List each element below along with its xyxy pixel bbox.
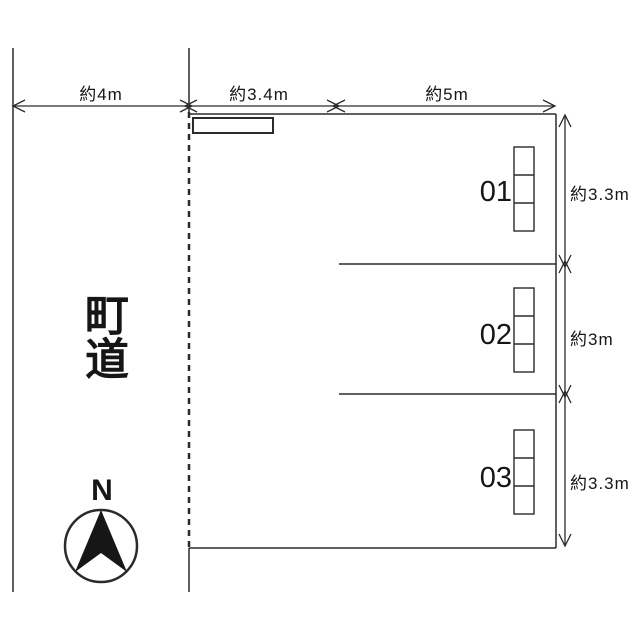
- arrowhead-right-icon: [179, 99, 194, 113]
- arrowhead-right-icon: [542, 99, 557, 113]
- space-number-01: 01: [479, 176, 512, 208]
- arrowhead-down-icon: [558, 533, 572, 548]
- parcel-outline: [187, 112, 557, 549]
- road-edge-lines: [12, 48, 190, 592]
- space-number-02: 02: [479, 319, 512, 351]
- dimension-label-approach-depth: 約3.4m: [229, 85, 289, 104]
- entrance-marker: [192, 117, 274, 134]
- stall-marker-03: [513, 429, 535, 515]
- arrowhead-right-icon: [326, 99, 341, 113]
- compass-north-label: N: [91, 474, 113, 507]
- arrowhead-down-icon: [558, 254, 572, 269]
- compass: [63, 508, 139, 584]
- dimension-arrows-right: [558, 113, 572, 548]
- stall-marker-01: [513, 146, 535, 232]
- arrowhead-up-icon: [558, 113, 572, 128]
- dimension-label-road-width: 約4m: [79, 85, 123, 104]
- space-number-03: 03: [479, 462, 512, 494]
- arrowhead-down-icon: [558, 384, 572, 399]
- space-dividers: [339, 263, 556, 395]
- arrowhead-left-icon: [183, 99, 198, 113]
- arrowhead-left-icon: [11, 99, 26, 113]
- stall-marker-02: [513, 287, 535, 373]
- arrowhead-left-icon: [331, 99, 346, 113]
- arrowhead-up-icon: [558, 389, 572, 404]
- dimension-label-space-01-width: 約3.3m: [570, 185, 630, 204]
- stall-markers: [513, 146, 535, 515]
- dimension-label-space-03-width: 約3.3m: [570, 474, 630, 493]
- arrowhead-up-icon: [558, 259, 572, 274]
- dimension-arrows-top: [11, 99, 557, 113]
- dimension-label-space-02-width: 約3m: [570, 330, 614, 349]
- road-label: 町道: [78, 292, 127, 380]
- compass-needle-icon: [75, 510, 127, 572]
- dimension-label-stall-length: 約5m: [425, 85, 469, 104]
